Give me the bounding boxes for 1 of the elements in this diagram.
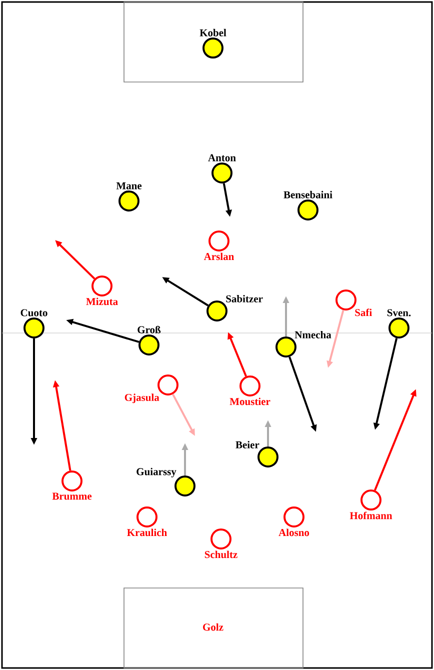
player-name: Golz bbox=[203, 623, 224, 631]
